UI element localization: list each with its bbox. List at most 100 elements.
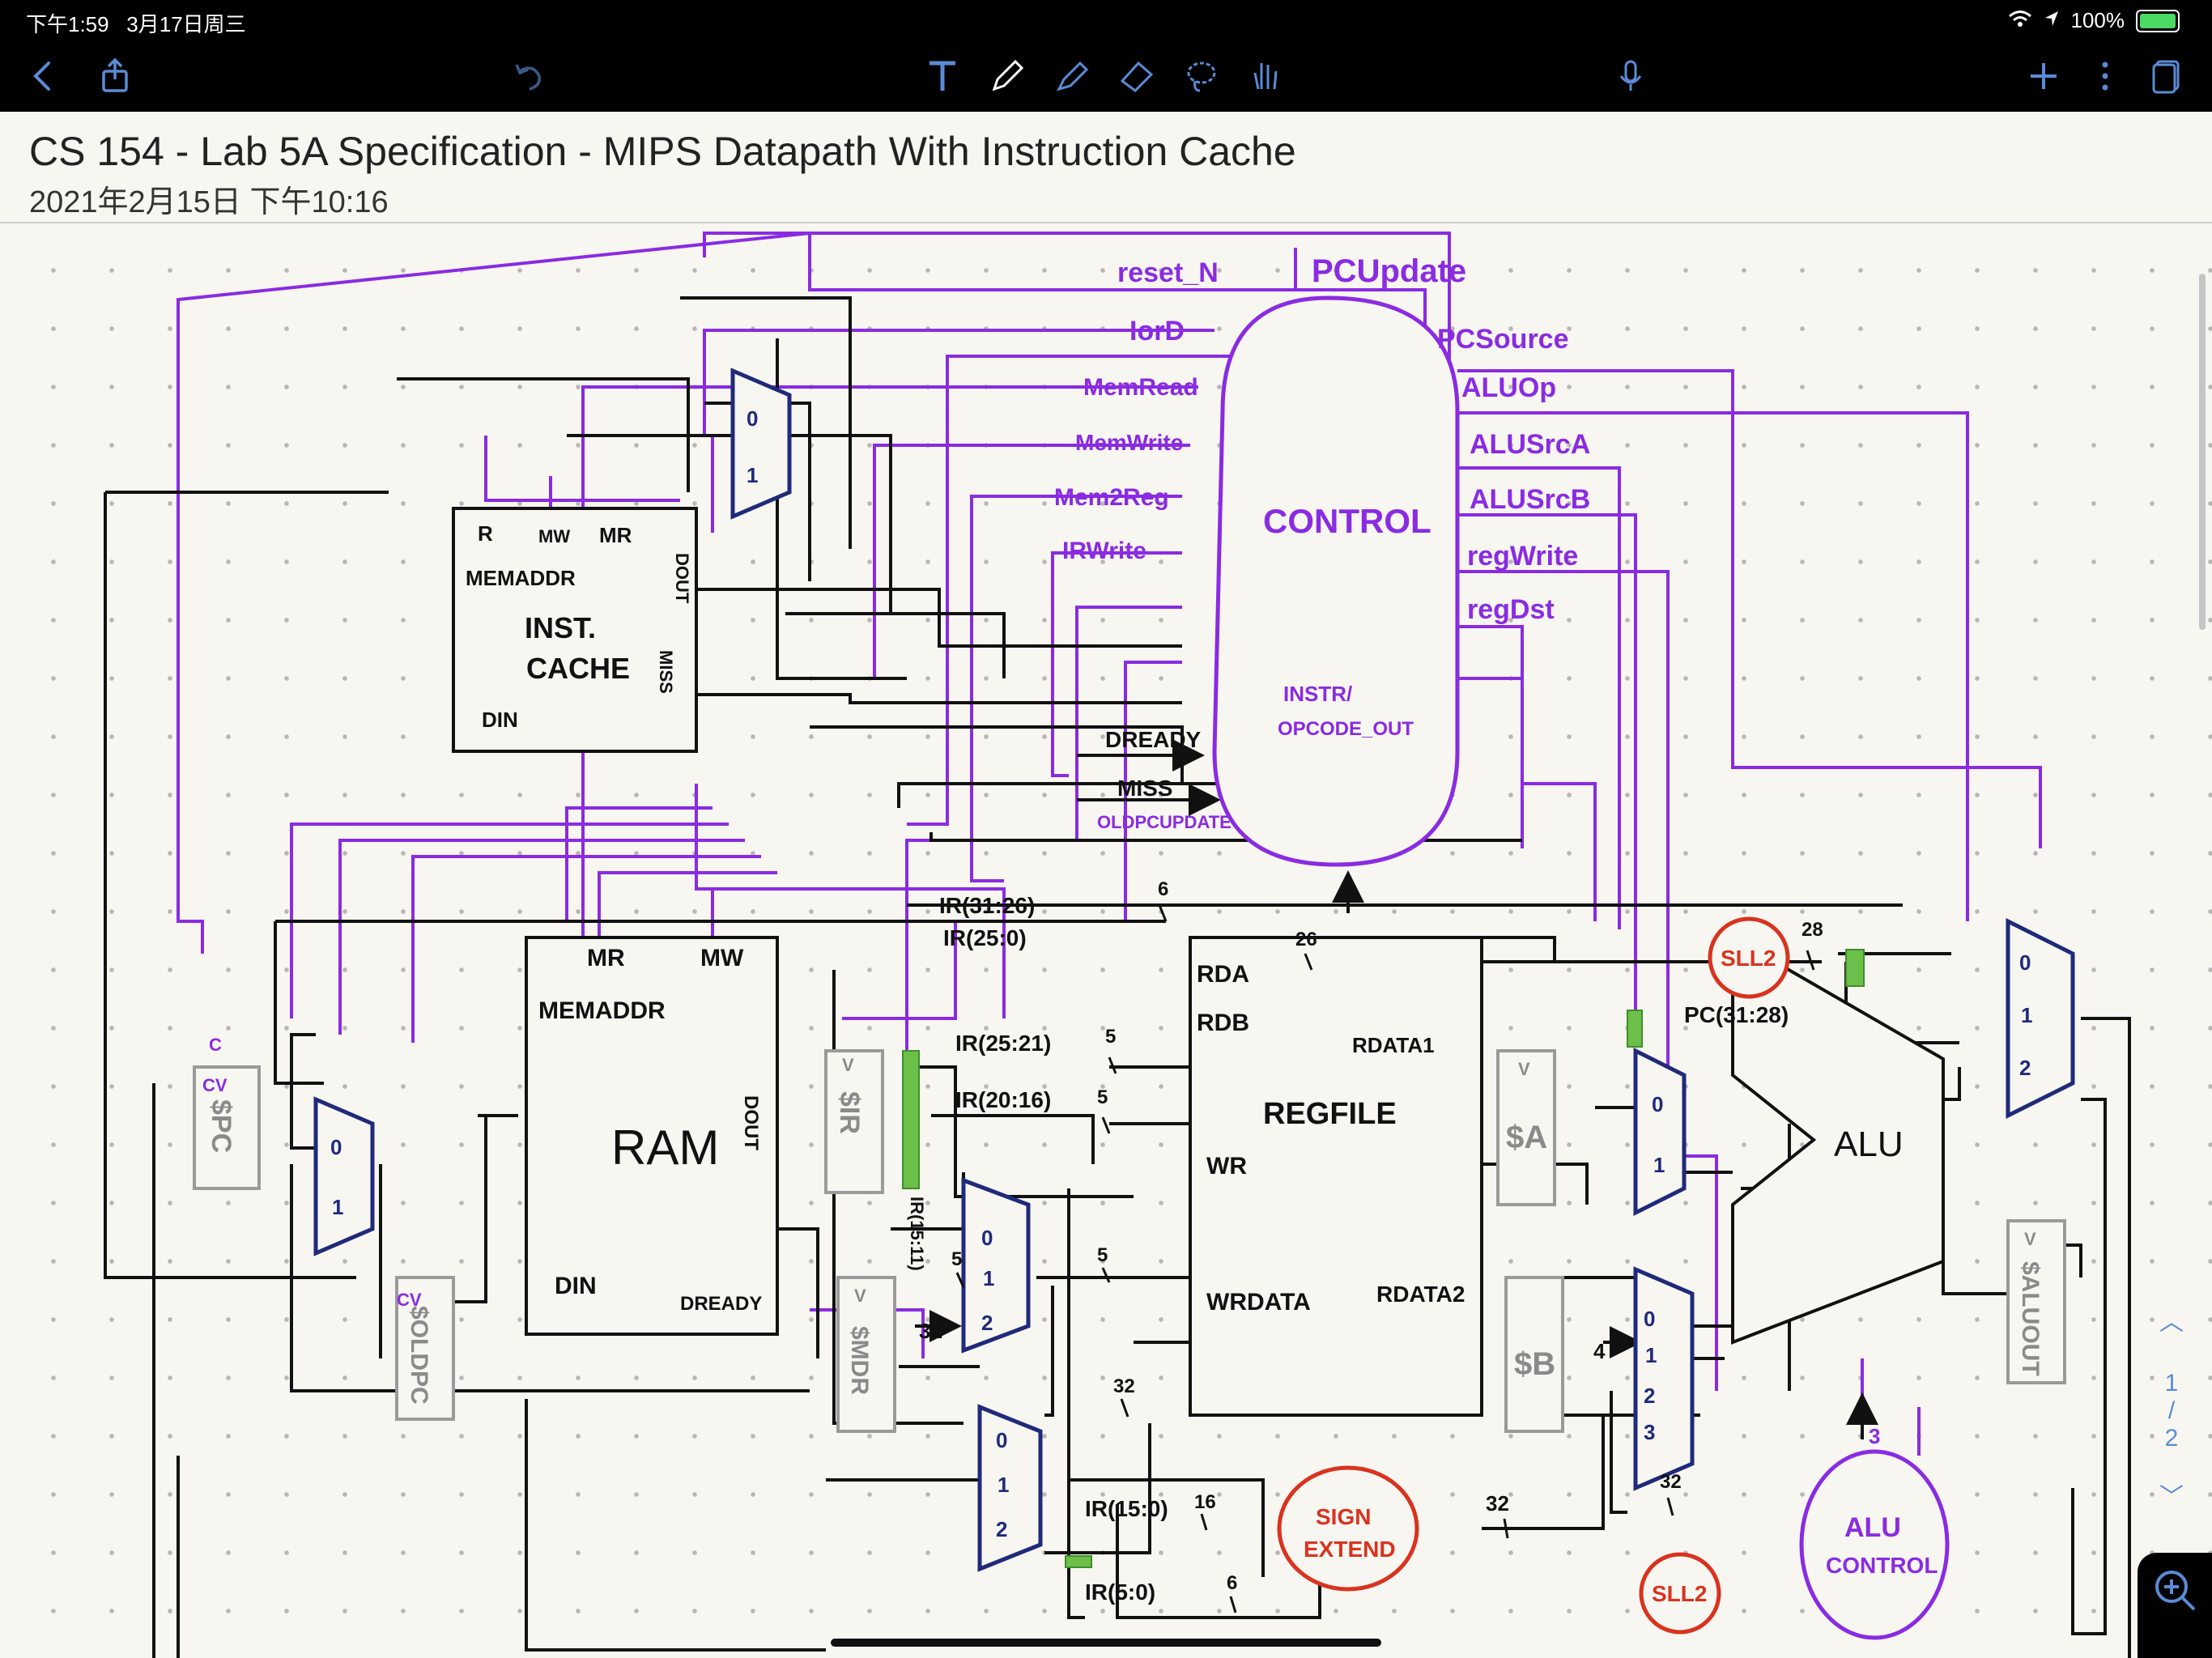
mux-alusrcb-in2: 2 (1644, 1384, 1655, 1408)
mux-pcsource (2006, 917, 2075, 1120)
mem2reg-label: Mem2Reg (1054, 484, 1169, 511)
bus-ir50: IR(5:0) (1085, 1579, 1155, 1605)
alu-control-label-1: ALU (1844, 1512, 1901, 1543)
mux-pc-in1: 1 (332, 1195, 343, 1219)
pages-icon[interactable] (2141, 50, 2193, 102)
mux-regdst-in2: 2 (981, 1311, 993, 1335)
mux-pcsource-in1: 1 (2021, 1003, 2032, 1027)
regfile-label: REGFILE (1263, 1097, 1397, 1131)
zoom-icon (2155, 1571, 2196, 1611)
note-title[interactable]: CS 154 - Lab 5A Specification - MIPS Dat… (29, 129, 1296, 174)
bus-width-26: 26 (1295, 929, 1317, 950)
text-tool-icon[interactable] (917, 50, 968, 102)
highlight-markers (902, 949, 1865, 1568)
location-icon (2044, 8, 2060, 33)
control-instr-label: INSTR/ (1283, 682, 1352, 706)
highlighter-icon[interactable] (1046, 50, 1098, 102)
control-unit (1212, 295, 1460, 867)
control-opcode-label: OPCODE_OUT (1278, 718, 1414, 740)
scrollbar[interactable] (2199, 274, 2206, 630)
sll2-top-label: SLL2 (1721, 946, 1776, 971)
bus-width-6: 6 (1158, 878, 1168, 900)
sign-extend (1277, 1465, 1419, 1592)
reg-oldpc-cv-tag: CV (397, 1290, 422, 1310)
reg-ir-label: $IR (834, 1091, 865, 1134)
memwrite-label: MemWrite (1075, 430, 1183, 455)
mux-pc-in0: 0 (330, 1135, 342, 1159)
ram-memaddr-label: MEMADDR (538, 997, 666, 1024)
aluop-label: ALUOp (1461, 372, 1556, 403)
title-divider (0, 222, 2212, 223)
registers (193, 1049, 2066, 1433)
mux-mem2reg-in2: 2 (996, 1517, 1007, 1541)
cache-dout-label: DOUT (672, 553, 692, 604)
hand-icon[interactable] (1240, 50, 1292, 102)
mux-top-in0: 0 (747, 406, 758, 431)
add-icon[interactable] (2018, 50, 2069, 102)
pen-tool-icon[interactable] (981, 50, 1033, 102)
microphone-icon[interactable] (1605, 50, 1657, 102)
toolbar (0, 40, 2212, 112)
note-canvas[interactable]: CS 154 - Lab 5A Specification - MIPS Dat… (0, 112, 2212, 1658)
regfile (1189, 936, 1483, 1417)
chevron-down-icon[interactable]: ﹀ (2159, 1484, 2184, 1511)
reg-a-label: $A (1506, 1120, 1547, 1155)
mux-alusrca-in0: 0 (1652, 1092, 1663, 1116)
sll2-bottom (1639, 1552, 1721, 1635)
inst-cache (452, 507, 698, 753)
bus-width-32a: 32 (1113, 1375, 1135, 1397)
const-31: 31 (919, 1319, 942, 1343)
page-separator: / (2167, 1397, 2176, 1424)
datapath-diagram[interactable]: CONTROL INSTR/ OPCODE_OUT reset_N IorD M… (0, 112, 2212, 1658)
miss-status-label: MISS (1117, 776, 1172, 801)
alu-control-label-2: CONTROL (1826, 1553, 1938, 1578)
status-right: 100% (2008, 8, 2180, 33)
mux-top (730, 368, 792, 520)
lasso-icon[interactable] (1176, 50, 1227, 102)
regwrite-label: regWrite (1467, 541, 1578, 572)
dot-grid (0, 225, 2212, 1658)
page-indicator: ︿ 1 / 2 ﹀ (2147, 1302, 2196, 1593)
mux-alusrcb-in1: 1 (1645, 1343, 1657, 1367)
share-icon[interactable] (89, 50, 141, 102)
alu (1731, 934, 1945, 1345)
note-date: 2021年2月15日 下午10:16 (29, 185, 389, 219)
status-time: 下午1:59 (26, 12, 109, 36)
bus-width-16: 16 (1194, 1491, 1216, 1513)
ram (525, 936, 779, 1336)
memread-label: MemRead (1083, 374, 1198, 401)
bus-ir2016: IR(20:16) (955, 1087, 1051, 1112)
reg-pc-cv-tag: CV (202, 1075, 228, 1095)
eraser-icon[interactable] (1111, 50, 1163, 102)
page-total: 2 (2164, 1425, 2179, 1452)
more-icon[interactable] (2079, 50, 2131, 102)
mux-pcsource-in0: 0 (2019, 950, 2031, 975)
ram-din-label: DIN (555, 1273, 597, 1299)
back-icon[interactable] (18, 50, 70, 102)
mux-mem2reg-in1: 1 (998, 1473, 1009, 1497)
reg-pc (193, 1065, 261, 1190)
mux-alusrca-in1: 1 (1653, 1153, 1665, 1177)
reg-b (1504, 1276, 1564, 1433)
sll2-bottom-label: SLL2 (1652, 1581, 1707, 1606)
cache-din-label: DIN (482, 708, 518, 732)
data-wires (104, 296, 2131, 1658)
bus-width-5d: 5 (1097, 1244, 1108, 1266)
reg-pc-c-tag: C (209, 1035, 222, 1055)
reg-aluout-v-tag: V (2024, 1229, 2036, 1249)
ram-dout-label: DOUT (740, 1095, 762, 1150)
alusrca-label: ALUSrcA (1470, 429, 1590, 460)
bus-width-6b: 6 (1227, 1572, 1237, 1594)
regfile-rdb-label: RDB (1197, 1010, 1249, 1036)
cache-label-2: CACHE (526, 652, 630, 685)
chevron-up-icon[interactable]: ︿ (2159, 1309, 2184, 1336)
mux-mem2reg (977, 1404, 1043, 1572)
zoom-button[interactable] (2138, 1553, 2212, 1658)
cache-miss-label: MISS (656, 650, 676, 694)
sign-extend-label-2: EXTEND (1304, 1537, 1396, 1562)
reg-ir-v-tag: V (842, 1055, 854, 1075)
reg-oldpc (395, 1276, 455, 1421)
const-4: 4 (1593, 1339, 1606, 1363)
undo-icon[interactable] (502, 50, 554, 102)
reg-b-label: $B (1514, 1346, 1555, 1382)
